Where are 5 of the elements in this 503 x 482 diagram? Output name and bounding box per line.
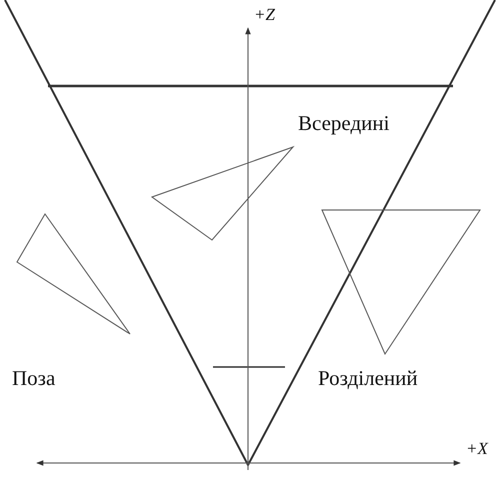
axis-label: +Z — [254, 6, 275, 23]
region-label: Поза — [12, 368, 56, 389]
axis-label: +X — [466, 440, 488, 457]
region-label: Всередині — [298, 113, 390, 134]
region-label: Розділений — [318, 368, 418, 389]
